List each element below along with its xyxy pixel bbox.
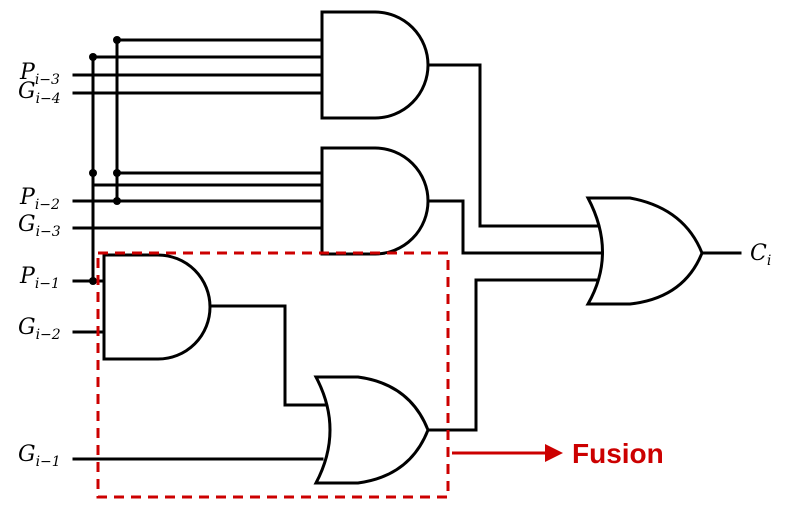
- label-p-i-3: Pi−3: [19, 60, 60, 88]
- junction-dot: [113, 197, 121, 205]
- junction-dot: [89, 277, 97, 285]
- and-gate-middle: [320, 146, 430, 256]
- junction-dot: [89, 53, 97, 61]
- junction-dot: [89, 169, 97, 177]
- label-g-i-2: Gi−2: [18, 315, 61, 343]
- label-g-i-4: Gi−4: [18, 79, 61, 107]
- wire-top-and-out: [425, 63, 600, 228]
- wire-mid-and-out: [425, 199, 604, 255]
- wire-and-to-or: [206, 304, 327, 407]
- junctions: [89, 36, 121, 285]
- and-gate-fusion: [102, 253, 212, 361]
- or-gate-fusion: [313, 375, 430, 485]
- input-labels: Pi−3 Gi−4 Pi−2 Gi−3 Pi−1 Gi−2 Gi−1: [18, 60, 61, 470]
- label-g-i-3: Gi−3: [18, 212, 61, 240]
- fusion-label: Fusion: [572, 438, 664, 469]
- fusion-arrow-head: [545, 444, 563, 462]
- or-gate-output: [585, 196, 704, 306]
- label-g-i-1: Gi−1: [18, 442, 61, 470]
- wire-fusion-or-out: [426, 278, 600, 432]
- label-output-c-i: Ci: [750, 241, 771, 269]
- fusion-group: Fusion: [96, 251, 664, 499]
- fusion-dashed-box: [96, 251, 450, 499]
- junction-dot: [113, 169, 121, 177]
- junction-dot: [113, 36, 121, 44]
- label-p-i-1: Pi−1: [19, 264, 60, 292]
- label-p-i-2: Pi−2: [19, 185, 60, 213]
- and-gate-top: [320, 10, 430, 120]
